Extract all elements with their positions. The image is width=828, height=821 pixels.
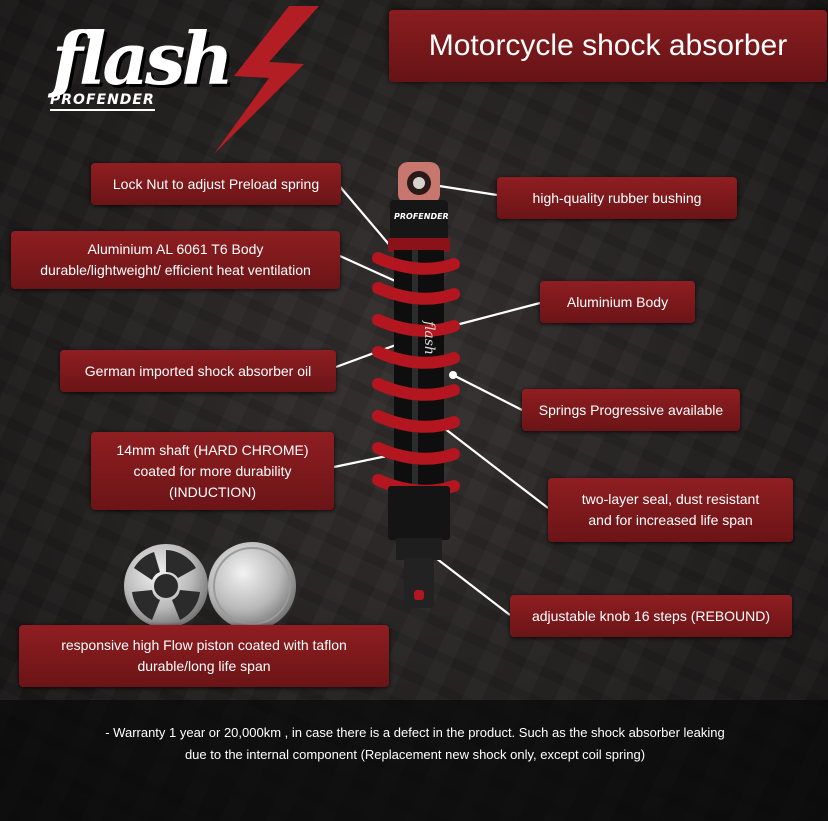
label-aluminium-body-spec: Aluminium AL 6061 T6 Body durable/lightw… <box>11 231 340 289</box>
label-aluminium-body-text: Aluminium Body <box>566 293 669 310</box>
label-piston: responsive high Flow piston coated with … <box>19 625 389 687</box>
warranty-line1: - Warranty 1 year or 20,000km , in case … <box>105 725 725 740</box>
label-seal: two-layer seal, dust resistant and for i… <box>548 478 793 542</box>
shock-brand-label: PROFENDER <box>394 212 449 221</box>
label-shock-oil: German imported shock absorber oil <box>60 350 336 392</box>
shock-absorber-illustration <box>372 162 460 608</box>
brand-logo: flash PROFENDER <box>44 6 344 156</box>
label-piston-line1: responsive high Flow piston coated with … <box>61 637 347 653</box>
label-rubber-bushing: high-quality rubber bushing <box>497 177 737 219</box>
warranty-text: - Warranty 1 year or 20,000km , in case … <box>30 722 800 766</box>
label-springs-text: Springs Progressive available <box>538 401 724 418</box>
label-shock-oil-text: German imported shock absorber oil <box>84 362 312 379</box>
lightning-bolt-icon <box>214 6 319 154</box>
label-seal-line1: two-layer seal, dust resistant <box>581 491 760 507</box>
label-lock-nut: Lock Nut to adjust Preload spring <box>91 163 341 205</box>
label-shaft-line2: coated for more durability <box>133 462 292 479</box>
page-title: Motorcycle shock absorber <box>389 10 827 82</box>
label-springs: Springs Progressive available <box>522 389 740 431</box>
label-shaft-line1: 14mm shaft (HARD CHROME) <box>116 441 309 458</box>
label-body-line2: durable/lightweight/ efficient heat vent… <box>40 262 311 278</box>
label-body-line1: Aluminium AL 6061 T6 Body <box>87 241 264 257</box>
warranty-panel <box>0 700 828 821</box>
shock-body-text: flash <box>420 321 437 355</box>
label-seal-line2: and for increased life span <box>588 512 753 528</box>
warranty-line2: due to the internal component (Replaceme… <box>184 747 646 763</box>
logo-sub: PROFENDER <box>50 92 155 111</box>
label-knob-text: adjustable knob 16 steps (REBOUND) <box>531 607 771 624</box>
label-lock-nut-text: Lock Nut to adjust Preload spring <box>112 175 320 192</box>
logo-word: flash <box>52 16 234 101</box>
label-shaft: 14mm shaft (HARD CHROME) coated for more… <box>91 432 334 510</box>
label-aluminium-body: Aluminium Body <box>540 281 695 323</box>
label-piston-line2: durable/long life span <box>137 658 271 674</box>
label-shaft-line3: (INDUCTION) <box>168 483 257 500</box>
piston-illustration <box>124 542 296 630</box>
label-rubber-bushing-text: high-quality rubber bushing <box>532 189 702 206</box>
label-knob: adjustable knob 16 steps (REBOUND) <box>510 595 792 637</box>
